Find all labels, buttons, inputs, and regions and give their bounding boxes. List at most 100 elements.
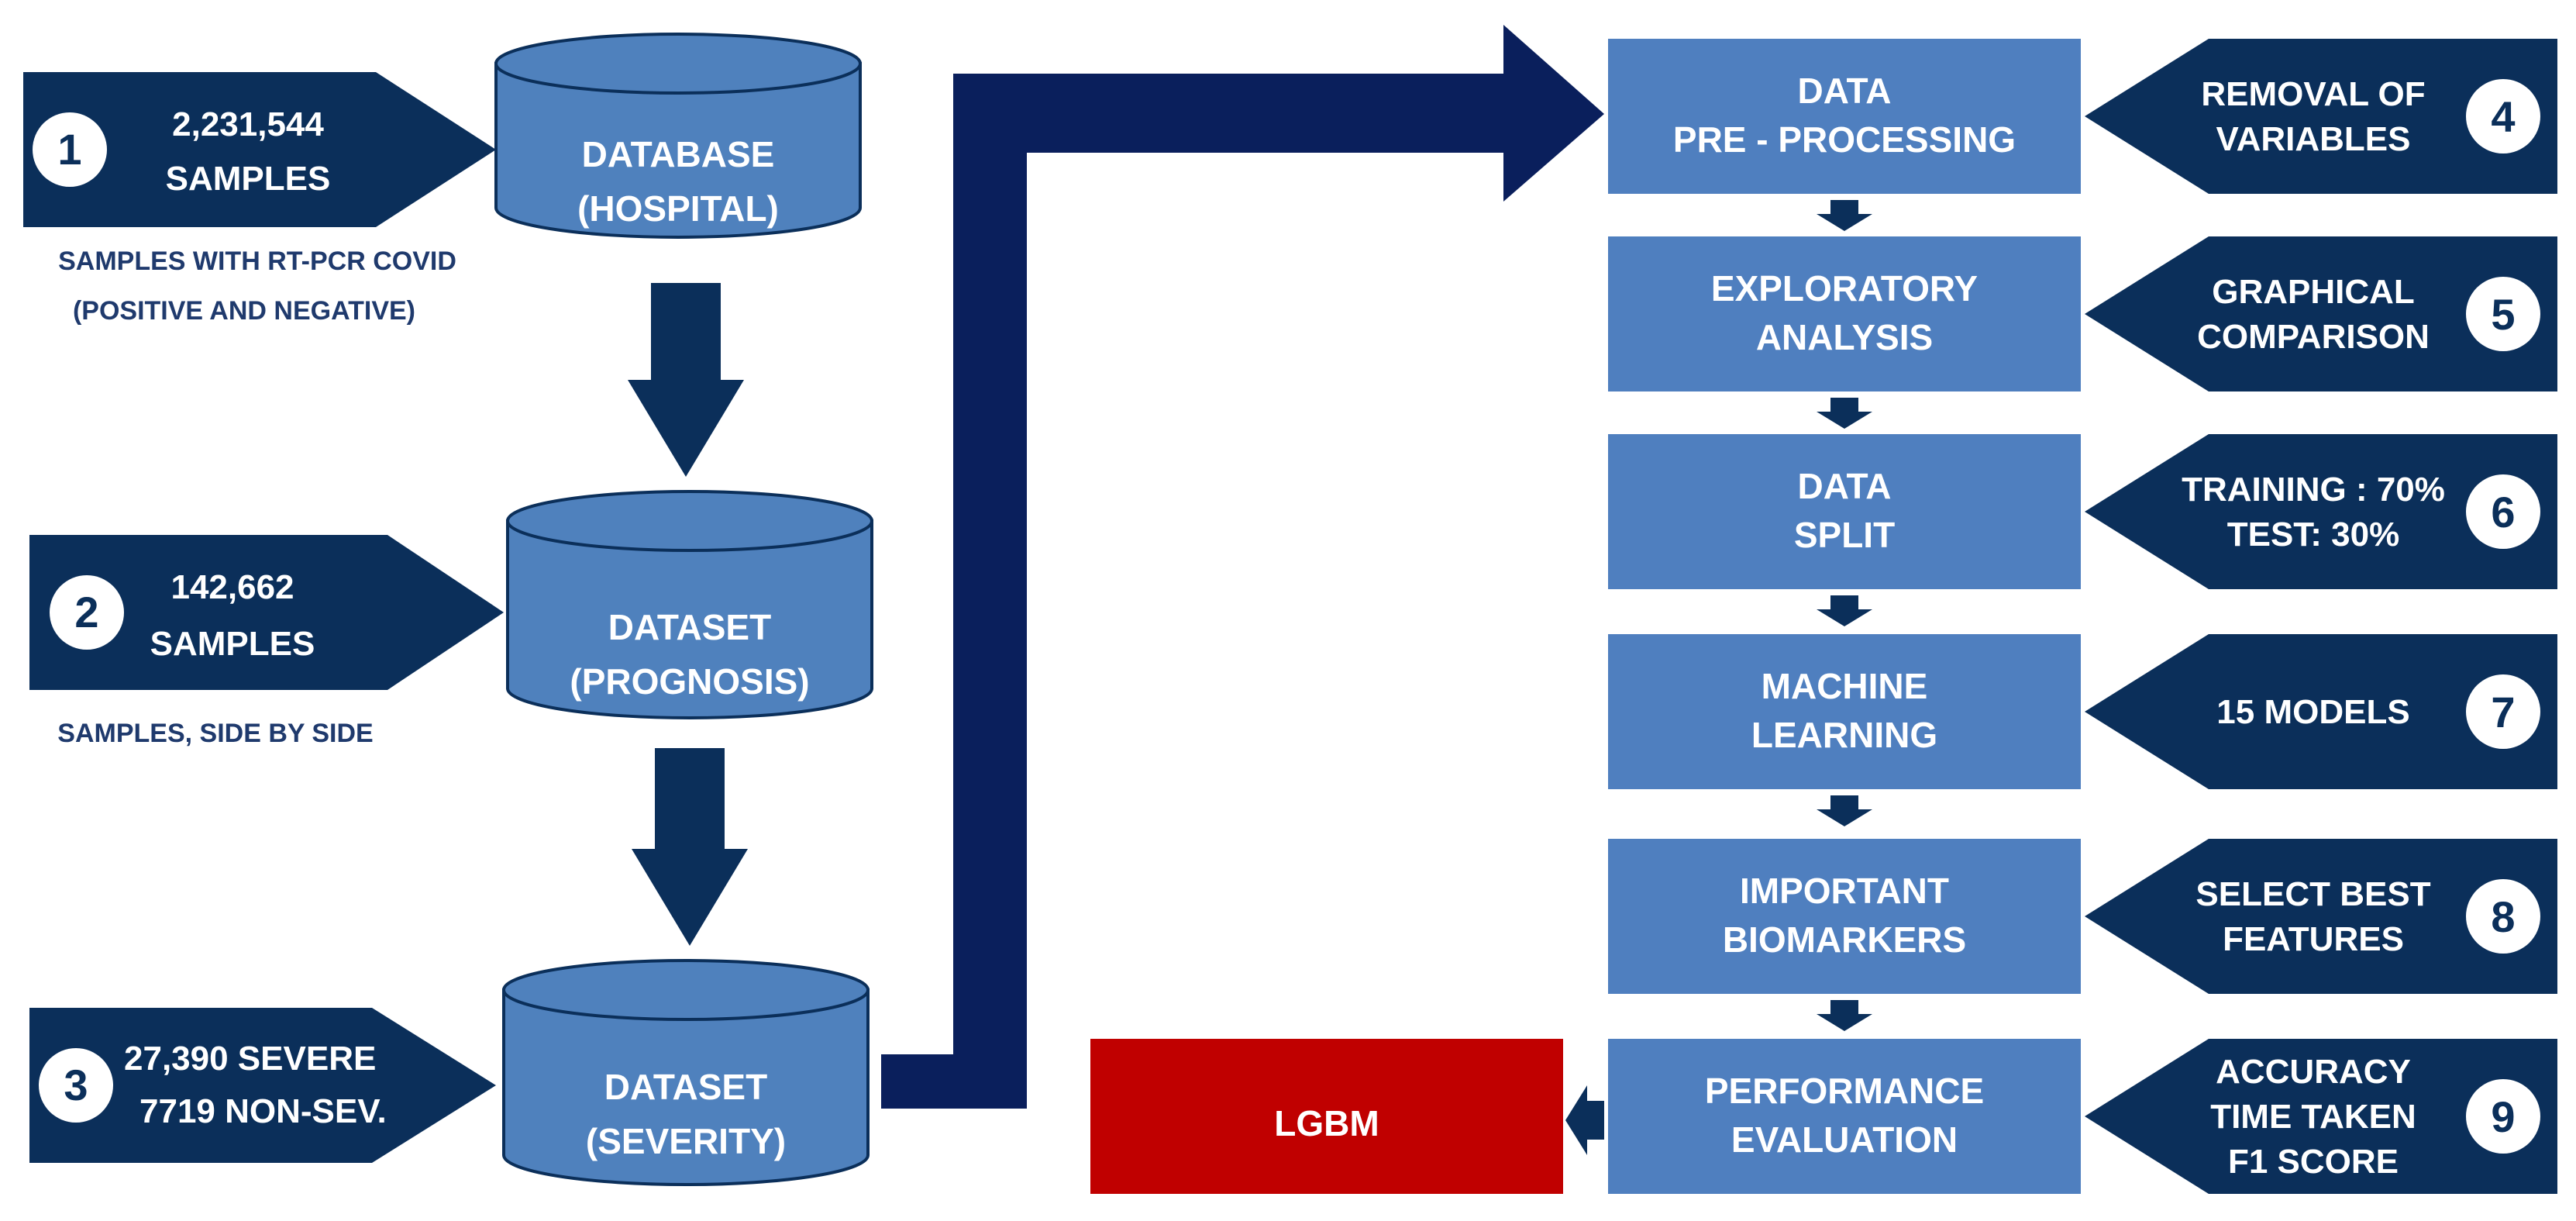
left-arrow-to-lgbm <box>1565 1085 1604 1155</box>
pipeline-step-1: DATA PRE - PROCESSING <box>1608 39 2081 194</box>
step-1-number-badge <box>33 112 107 187</box>
pipeline-down-arrow <box>1817 200 1872 231</box>
detail-text-line2: TIME TAKEN <box>2210 1098 2416 1136</box>
detail-number: 7 <box>2491 688 2515 736</box>
pipeline-down-arrow <box>1817 595 1872 626</box>
left-arrow-shaft <box>1587 1101 1604 1140</box>
pipeline-step-title: PERFORMANCE <box>1705 1071 1984 1111</box>
database-hospital-cylinder: DATABASE (HOSPITAL) <box>494 33 862 239</box>
detail-text-line1: GRAPHICAL <box>2212 273 2415 311</box>
step-3-class-count-tag: 3 27,390 SEVERE 7719 NON-SEV. <box>29 1008 496 1163</box>
step-2-tag-shape <box>29 535 504 690</box>
detail-text-line2: TEST: 30% <box>2227 516 2400 554</box>
detail-number-badge <box>2466 879 2540 954</box>
detail-number-badge <box>2466 674 2540 749</box>
prognosis-cylinder-body <box>506 519 873 719</box>
pipeline-step-title: DATA <box>1798 466 1892 506</box>
pipeline-step-3: DATA SPLIT <box>1608 434 2081 589</box>
step-1-count: 2,231,544 <box>172 105 324 143</box>
step-3-non-severe-count: 7719 NON-SEV. <box>139 1092 387 1130</box>
detail-tag-shape <box>2085 434 2557 589</box>
detail-number-badge <box>2466 79 2540 153</box>
detail-number-badge <box>2466 474 2540 549</box>
step-1-tag-shape <box>23 72 496 227</box>
step-detail-tag-7: 7 15 MODELS <box>2085 634 2557 789</box>
prognosis-cylinder-top <box>506 490 873 552</box>
detail-tag-shape <box>2085 839 2557 994</box>
lgbm-result-box <box>1090 1039 1563 1194</box>
pipeline-arrow-head <box>1817 1014 1872 1031</box>
step-2-unit: SAMPLES <box>150 625 315 663</box>
pipeline-step-box <box>1608 434 2081 589</box>
down-arrow-prognosis-to-severity <box>632 748 748 946</box>
detail-text-line2: FEATURES <box>2223 920 2404 958</box>
detail-tag-shape <box>2085 634 2557 789</box>
step-2-number-badge <box>50 575 124 650</box>
pipeline-arrow-head <box>1817 214 1872 231</box>
detail-number: 8 <box>2491 892 2515 941</box>
left-arrow-head <box>1565 1085 1587 1155</box>
database-subtitle: (HOSPITAL) <box>577 188 779 229</box>
dataset-prognosis-cylinder: DATASET (PROGNOSIS) <box>506 490 873 719</box>
detail-number-badge <box>2466 1079 2540 1154</box>
detail-text-line1: REMOVAL OF <box>2201 75 2425 113</box>
severity-cylinder-top <box>502 959 870 1021</box>
dataset-severity-cylinder: DATASET (SEVERITY) <box>502 959 870 1186</box>
detail-tag-shape <box>2085 1039 2557 1194</box>
step-1-caption-line1: SAMPLES WITH RT-PCR COVID <box>58 247 456 276</box>
detail-text-line1: ACCURACY <box>2216 1053 2411 1091</box>
database-title: DATABASE <box>582 134 775 174</box>
pipeline-step-subtitle: PRE - PROCESSING <box>1673 119 2016 160</box>
pipeline-steps: DATA PRE - PROCESSING EXPLORATORY ANALYSIS D… <box>1608 39 2081 1194</box>
pipeline-step-subtitle: BIOMARKERS <box>1723 919 1966 960</box>
severity-cylinder-body <box>502 988 870 1186</box>
lgbm-label: LGBM <box>1274 1103 1379 1143</box>
pipeline-step-subtitle: SPLIT <box>1794 515 1895 555</box>
detail-text-line3: F1 SCORE <box>2228 1143 2399 1181</box>
pipeline-step-2: EXPLORATORY ANALYSIS <box>1608 236 2081 391</box>
pipeline-step-title: EXPLORATORY <box>1711 268 1978 309</box>
pipeline-step-subtitle: ANALYSIS <box>1756 317 1933 357</box>
pipeline-step-title: IMPORTANT <box>1740 871 1949 911</box>
step-1-caption-line2: (POSITIVE AND NEGATIVE) <box>73 296 415 326</box>
step-3-number-badge <box>39 1048 113 1123</box>
pipeline-step-subtitle: LEARNING <box>1751 715 1937 755</box>
detail-text-line1: TRAINING : 70% <box>2182 471 2445 509</box>
prognosis-subtitle: (PROGNOSIS) <box>570 661 809 702</box>
step-2-count: 142,662 <box>170 568 294 606</box>
detail-number-badge <box>2466 277 2540 351</box>
detail-tag-shape <box>2085 236 2557 391</box>
step-1-number: 1 <box>57 125 81 174</box>
prognosis-title: DATASET <box>608 607 771 647</box>
detail-text-line1: SELECT BEST <box>2195 875 2430 913</box>
pipeline-step-box <box>1608 839 2081 994</box>
database-cylinder-body <box>494 62 862 239</box>
pipeline-arrow-shaft <box>1830 398 1858 412</box>
pipeline-step-box <box>1608 236 2081 391</box>
elbow-arrow-to-preprocessing <box>881 25 1604 1109</box>
detail-text-line2: VARIABLES <box>2216 120 2411 158</box>
pipeline-step-4: MACHINE LEARNING <box>1608 634 2081 789</box>
detail-number: 6 <box>2491 488 2515 536</box>
pipeline-step-box <box>1608 1039 2081 1194</box>
step-2-sample-count-tag: 2 142,662 SAMPLES <box>29 535 504 690</box>
detail-text-line2: COMPARISON <box>2197 318 2430 356</box>
severity-subtitle: (SEVERITY) <box>586 1121 786 1161</box>
detail-text-line1: 15 MODELS <box>2216 693 2409 731</box>
pipeline-down-arrow <box>1817 398 1872 429</box>
pipeline-arrow-head <box>1817 412 1872 429</box>
pipeline-step-title: DATA <box>1798 71 1892 111</box>
step-detail-tag-6: 6 TRAINING : 70% TEST: 30% <box>2085 434 2557 589</box>
pipeline-step-5: IMPORTANT BIOMARKERS <box>1608 839 2081 994</box>
step-2-number: 2 <box>74 588 98 636</box>
pipeline-step-box <box>1608 39 2081 194</box>
pipeline-step-title: MACHINE <box>1762 666 1928 706</box>
database-cylinder-top <box>494 33 862 95</box>
pipeline-step-subtitle: EVALUATION <box>1731 1119 1958 1160</box>
pipeline-arrow-shaft <box>1830 795 1858 809</box>
severity-title: DATASET <box>604 1067 767 1107</box>
